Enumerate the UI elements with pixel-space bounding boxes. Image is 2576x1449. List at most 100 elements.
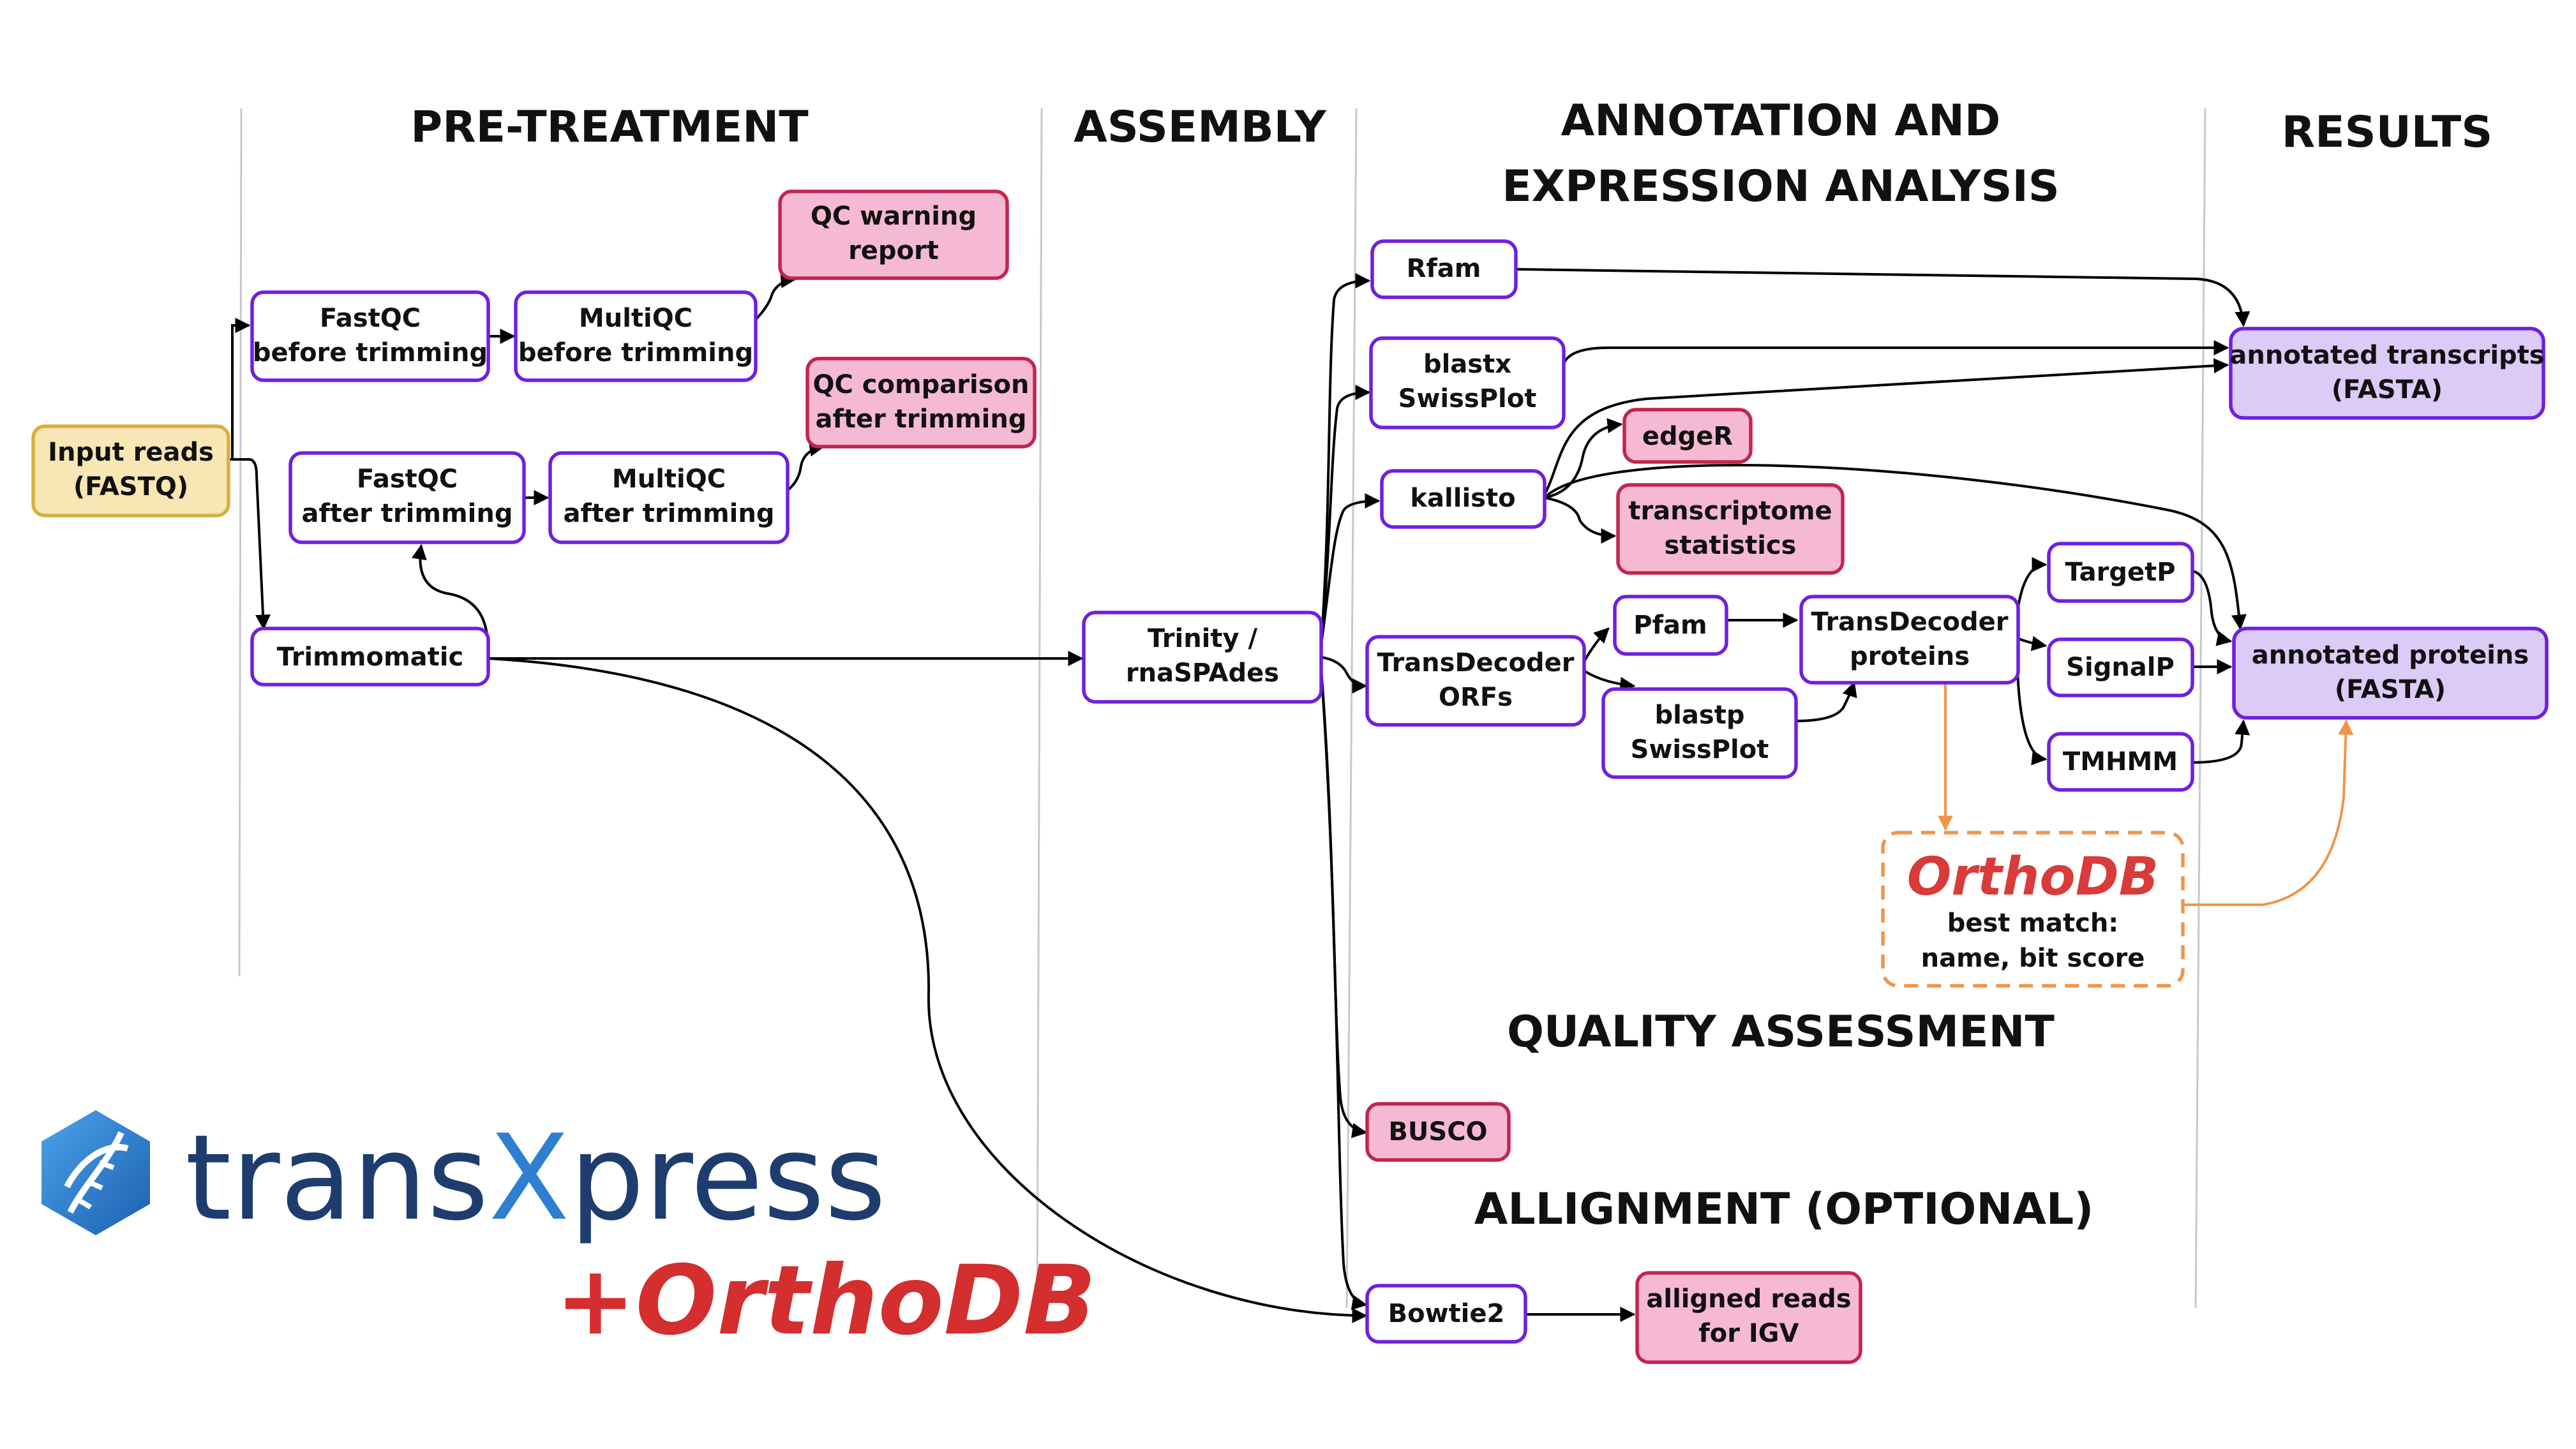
edge-kallisto-stats bbox=[1544, 496, 1617, 544]
edge-trinity-transdecoder bbox=[1321, 656, 1368, 694]
multiqc-before-line1: MultiQC bbox=[579, 304, 693, 333]
edge-trinity-rfam bbox=[1320, 273, 1371, 645]
logo-name-part2: X bbox=[489, 1109, 570, 1247]
node-rfam[interactable]: Rfam bbox=[1370, 239, 1518, 299]
edge-targetp-results bbox=[2192, 570, 2233, 646]
annotated-transcripts-line2: (FASTA) bbox=[2332, 375, 2443, 405]
edge-proteins-signalp bbox=[2016, 635, 2048, 651]
targetp-label: TargetP bbox=[2065, 558, 2175, 587]
header-results: RESULTS bbox=[2282, 107, 2492, 158]
fastqc-after-line1: FastQC bbox=[357, 464, 458, 494]
tmhmm-label: TMHMM bbox=[2063, 747, 2178, 777]
node-trinity[interactable]: Trinity / rnaSPAdes bbox=[1082, 611, 1323, 704]
node-signalp[interactable]: SignalP bbox=[2047, 637, 2194, 697]
orthodb-title: OrthoDB bbox=[1907, 847, 2159, 907]
node-input-reads[interactable]: Input reads (FASTQ) bbox=[31, 424, 230, 517]
transdecoder-proteins-line1: TransDecoder bbox=[1811, 607, 2009, 637]
edges bbox=[228, 268, 2354, 1323]
edge-trimmomatic-fastqc-after bbox=[411, 544, 490, 648]
node-busco[interactable]: BUSCO bbox=[1365, 1102, 1511, 1162]
trimmomatic-label: Trimmomatic bbox=[277, 643, 463, 672]
edge-trinity-blastx bbox=[1320, 385, 1371, 645]
node-kallisto[interactable]: kallisto bbox=[1380, 469, 1546, 529]
node-alligned-reads[interactable]: alligned reads for IGV bbox=[1635, 1271, 1862, 1364]
node-annotated-transcripts[interactable]: annotated transcripts (FASTA) bbox=[2229, 327, 2545, 420]
section-headers: PRE-TREATMENT ASSEMBLY ANNOTATION AND EX… bbox=[410, 96, 2492, 1235]
node-blastx[interactable]: blastx SwissPlot bbox=[1369, 336, 1566, 429]
edger-label: edgeR bbox=[1642, 422, 1733, 451]
node-bowtie2[interactable]: Bowtie2 bbox=[1365, 1284, 1527, 1344]
header-quality: QUALITY ASSESSMENT bbox=[1507, 1007, 2055, 1057]
node-qc-warning[interactable]: QC warning report bbox=[778, 189, 1009, 280]
edge-multiqc-qccomparison bbox=[785, 441, 825, 493]
node-transdecoder-orfs[interactable]: TransDecoder ORFs bbox=[1365, 635, 1586, 727]
node-qc-comparison[interactable]: QC comparison after trimming bbox=[805, 357, 1037, 449]
header-pretreatment: PRE-TREATMENT bbox=[410, 102, 809, 152]
annotated-transcripts-line1: annotated transcripts bbox=[2229, 341, 2544, 370]
node-transcriptome-stats[interactable]: transcriptome statistics bbox=[1616, 483, 1845, 575]
pfam-label: Pfam bbox=[1633, 611, 1707, 640]
trinity-line2: rnaSPAdes bbox=[1126, 658, 1279, 688]
transdecoder-orfs-line2: ORFs bbox=[1439, 683, 1513, 712]
multiqc-before-line2: before trimming bbox=[518, 338, 753, 368]
alligned-reads-line2: for IGV bbox=[1698, 1319, 1799, 1348]
fastqc-before-line2: before trimming bbox=[253, 338, 488, 368]
logo-name-part1: trans bbox=[185, 1109, 489, 1247]
nodes: Input reads (FASTQ) FastQC before trimmi… bbox=[31, 189, 2549, 1364]
node-edger[interactable]: edgeR bbox=[1622, 408, 1753, 464]
node-tmhmm[interactable]: TMHMM bbox=[2047, 732, 2194, 792]
bowtie2-label: Bowtie2 bbox=[1388, 1299, 1505, 1328]
edge-rfam-transcripts bbox=[1515, 268, 2250, 327]
edge-tmhmm-results bbox=[2192, 719, 2250, 764]
blastp-line2: SwissPlot bbox=[1631, 735, 1769, 764]
separator-4 bbox=[2194, 108, 2206, 1309]
alligned-reads-line1: alligned reads bbox=[1646, 1284, 1851, 1314]
busco-label: BUSCO bbox=[1388, 1117, 1487, 1147]
qc-comparison-line2: after trimming bbox=[815, 405, 1026, 434]
node-fastqc-after[interactable]: FastQC after trimming bbox=[288, 451, 526, 544]
edge-kallisto-edger bbox=[1544, 418, 1623, 499]
edge-trinity-busco bbox=[1320, 669, 1368, 1138]
edge-trinity-bowtie2 bbox=[1320, 669, 1368, 1311]
orthodb-line2: name, bit score bbox=[1921, 944, 2145, 973]
rfam-label: Rfam bbox=[1407, 254, 1481, 283]
edge-blastx-transcripts bbox=[1562, 340, 2229, 364]
edge-kallisto-proteins bbox=[1543, 464, 2247, 630]
header-annotation-line2: EXPRESSION ANALYSIS bbox=[1502, 161, 2060, 212]
edge-blastp-proteins bbox=[1795, 681, 1857, 722]
node-blastp[interactable]: blastp SwissPlot bbox=[1601, 687, 1798, 779]
node-orthodb[interactable]: OrthoDB best match: name, bit score bbox=[1881, 831, 2185, 988]
transdecoder-proteins-line2: proteins bbox=[1850, 642, 1970, 671]
qc-comparison-line1: QC comparison bbox=[813, 370, 1030, 399]
node-targetp[interactable]: TargetP bbox=[2047, 542, 2194, 603]
edge-proteins-targetp bbox=[2016, 557, 2048, 616]
transcriptome-stats-line1: transcriptome bbox=[1628, 496, 1832, 526]
logo-plus-orthodb: +OrthoDB bbox=[555, 1245, 1097, 1356]
node-transdecoder-proteins[interactable]: TransDecoder proteins bbox=[1799, 595, 2020, 685]
node-multiqc-after[interactable]: MultiQC after trimming bbox=[548, 451, 790, 544]
transdecoder-orfs-line1: TransDecoder bbox=[1377, 648, 1575, 678]
logo-name-part3: press bbox=[569, 1109, 886, 1247]
blastp-line1: blastp bbox=[1655, 701, 1745, 730]
input-reads-line2: (FASTQ) bbox=[73, 472, 188, 502]
header-alignment: ALLIGNMENT (OPTIONAL) bbox=[1474, 1184, 2094, 1235]
kallisto-label: kallisto bbox=[1410, 484, 1515, 513]
edge-input-fastqc-before bbox=[228, 318, 251, 461]
header-annotation-line1: ANNOTATION AND bbox=[1561, 96, 2001, 146]
separator-1 bbox=[238, 108, 243, 977]
blastx-line1: blastx bbox=[1423, 350, 1511, 379]
node-multiqc-before[interactable]: MultiQC before trimming bbox=[514, 290, 758, 382]
qc-warning-line2: report bbox=[848, 236, 939, 265]
edge-trinity-kallisto bbox=[1320, 493, 1381, 645]
node-annotated-proteins[interactable]: annotated proteins (FASTA) bbox=[2232, 627, 2549, 720]
separator-3 bbox=[1345, 108, 1358, 1309]
transxpress-logo: transXpress +OrthoDB bbox=[41, 1109, 1097, 1356]
edge-proteins-tmhmm bbox=[2016, 637, 2048, 766]
node-trimmomatic[interactable]: Trimmomatic bbox=[250, 627, 490, 687]
input-reads-line1: Input reads bbox=[48, 438, 214, 467]
orthodb-line1: best match: bbox=[1947, 909, 2119, 938]
trinity-line1: Trinity / bbox=[1148, 624, 1258, 653]
node-fastqc-before[interactable]: FastQC before trimming bbox=[250, 290, 490, 382]
node-pfam[interactable]: Pfam bbox=[1613, 595, 1728, 656]
